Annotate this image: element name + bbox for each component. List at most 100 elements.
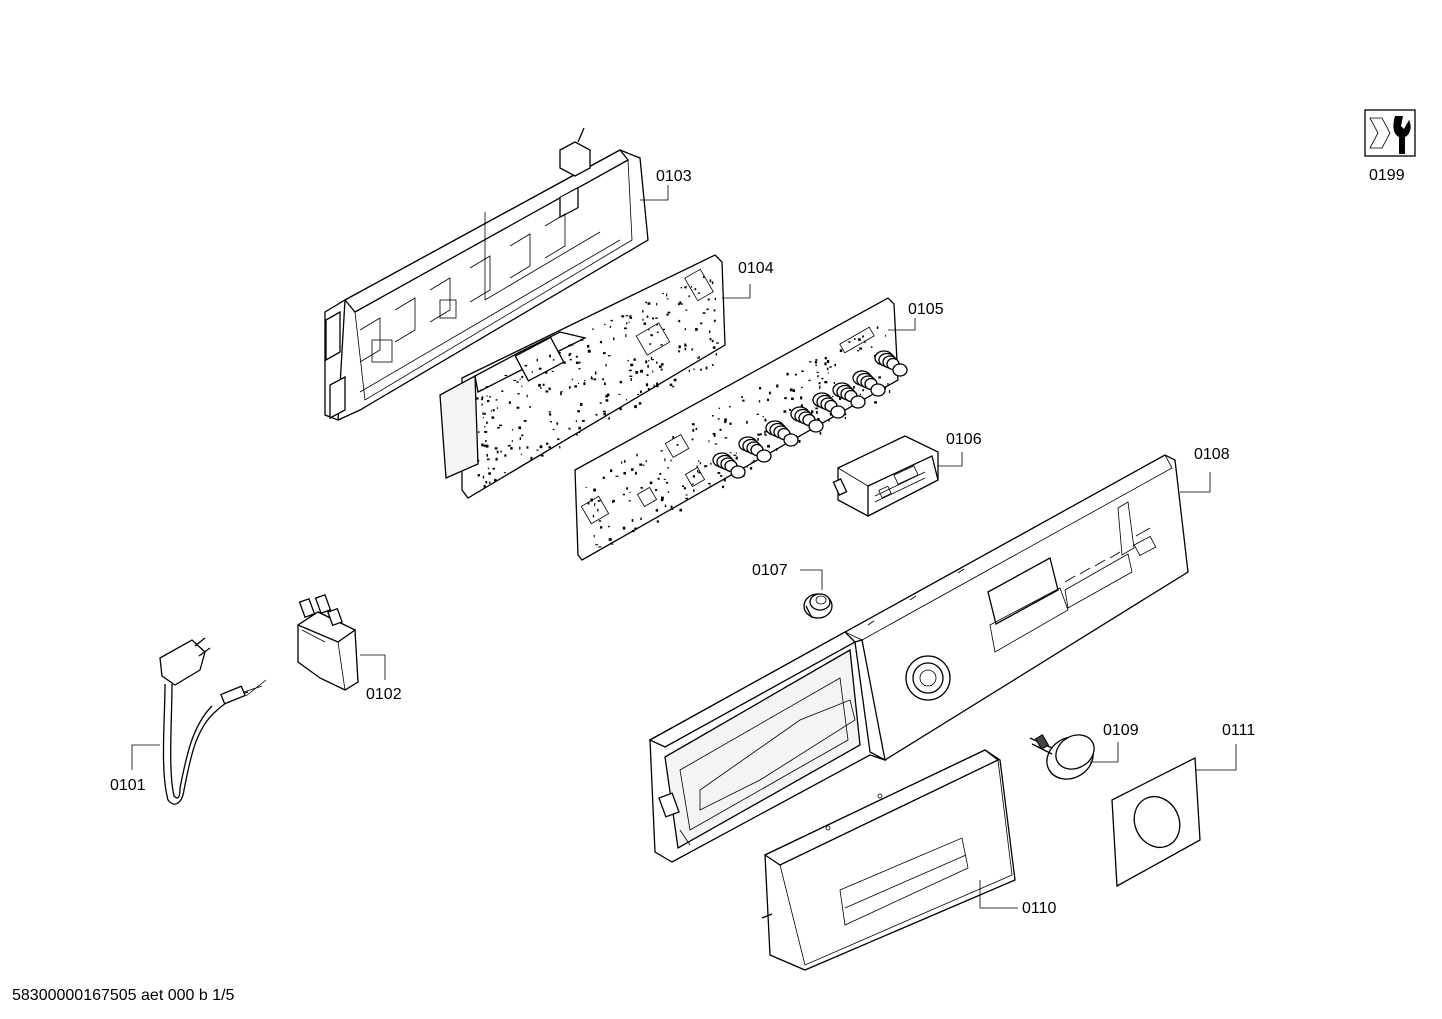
part-0101-power-cord[interactable]: 0101 — [110, 637, 267, 805]
board-component — [717, 418, 720, 420]
board-component — [700, 322, 703, 325]
part-0104-power-board[interactable]: 0104 — [439, 254, 774, 499]
board-component — [538, 383, 541, 387]
board-component — [862, 335, 864, 338]
board-component — [757, 433, 760, 436]
board-component — [767, 444, 770, 448]
board-component — [710, 462, 712, 465]
board-component — [625, 399, 627, 401]
board-component — [613, 337, 615, 341]
board-component — [549, 354, 551, 358]
part-0107-button[interactable]: 0107 — [752, 562, 833, 619]
board-component — [718, 407, 720, 410]
board-component — [688, 295, 690, 298]
board-component — [602, 378, 604, 381]
encoder-knob — [874, 350, 908, 377]
board-component — [571, 378, 574, 381]
board-component — [639, 463, 642, 466]
board-component — [568, 353, 571, 357]
board-component — [645, 460, 647, 463]
board-component — [642, 318, 644, 321]
board-component — [628, 321, 630, 323]
board-component — [569, 358, 572, 361]
board-component — [661, 363, 664, 366]
board-component — [490, 410, 492, 412]
board-component — [647, 302, 651, 305]
board-component — [495, 399, 498, 401]
board-component — [487, 467, 490, 470]
board-component — [691, 348, 694, 351]
board-component — [605, 394, 609, 398]
board-component — [707, 298, 710, 301]
board-component — [764, 430, 767, 433]
board-component — [876, 326, 879, 329]
board-component — [671, 508, 674, 510]
board-component — [603, 352, 606, 355]
board-component — [819, 432, 822, 435]
board-component — [691, 423, 695, 426]
board-component — [477, 459, 480, 462]
board-component — [656, 302, 658, 306]
board-component — [808, 379, 811, 382]
board-component — [568, 427, 571, 430]
board-component — [526, 394, 528, 398]
board-component — [650, 356, 653, 360]
board-component — [621, 461, 623, 464]
board-component — [758, 400, 761, 403]
board-component — [827, 372, 829, 374]
board-component — [482, 412, 485, 415]
board-component — [874, 401, 877, 404]
board-component — [482, 417, 484, 419]
service-icon-0199[interactable]: 0199 — [1364, 109, 1416, 184]
board-component — [507, 444, 511, 447]
board-component — [729, 405, 731, 408]
board-component — [483, 485, 486, 488]
board-component — [666, 298, 669, 300]
board-component — [560, 391, 563, 393]
board-component — [690, 286, 693, 288]
part-0105-control-board[interactable]: 0105 — [574, 297, 944, 561]
board-component — [629, 315, 632, 318]
board-component — [794, 373, 797, 376]
board-component — [660, 498, 664, 502]
part-0102-filter[interactable]: 0102 — [296, 593, 402, 703]
board-component — [692, 428, 695, 432]
part-0103-housing-frame[interactable]: 0103 — [324, 127, 692, 421]
label-0103: 0103 — [656, 168, 692, 185]
board-component — [486, 453, 488, 457]
board-component — [563, 361, 566, 364]
board-component — [550, 421, 552, 423]
board-component — [492, 467, 495, 470]
part-0106-display-module[interactable]: 0106 — [832, 431, 982, 518]
board-component — [664, 458, 666, 462]
part-0110-drawer-handle[interactable]: 0110 — [761, 749, 1057, 971]
part-0111-cover-plate[interactable]: 0111 — [1111, 722, 1255, 888]
board-component — [680, 303, 684, 305]
board-component — [652, 317, 655, 320]
board-component — [481, 443, 484, 447]
board-component — [655, 489, 658, 492]
part-0109-selector-knob[interactable]: 0109 — [1029, 722, 1139, 787]
board-component — [714, 443, 718, 445]
board-component — [858, 338, 861, 341]
board-component — [624, 460, 626, 463]
board-component — [664, 504, 667, 508]
board-component — [619, 380, 622, 384]
board-component — [521, 375, 524, 379]
board-component — [695, 327, 698, 331]
board-component — [764, 431, 766, 435]
board-component — [538, 367, 542, 370]
board-component — [603, 412, 606, 416]
board-component — [735, 452, 737, 454]
board-component — [597, 508, 599, 512]
board-component — [720, 475, 723, 477]
board-component — [629, 369, 632, 372]
board-component — [575, 361, 579, 364]
board-component — [648, 360, 650, 362]
board-component — [536, 449, 539, 451]
board-component — [642, 464, 645, 466]
board-component — [516, 406, 520, 409]
part-0108-front-panel[interactable]: 0108 — [648, 446, 1230, 863]
board-component — [489, 396, 491, 398]
board-component — [688, 369, 690, 373]
